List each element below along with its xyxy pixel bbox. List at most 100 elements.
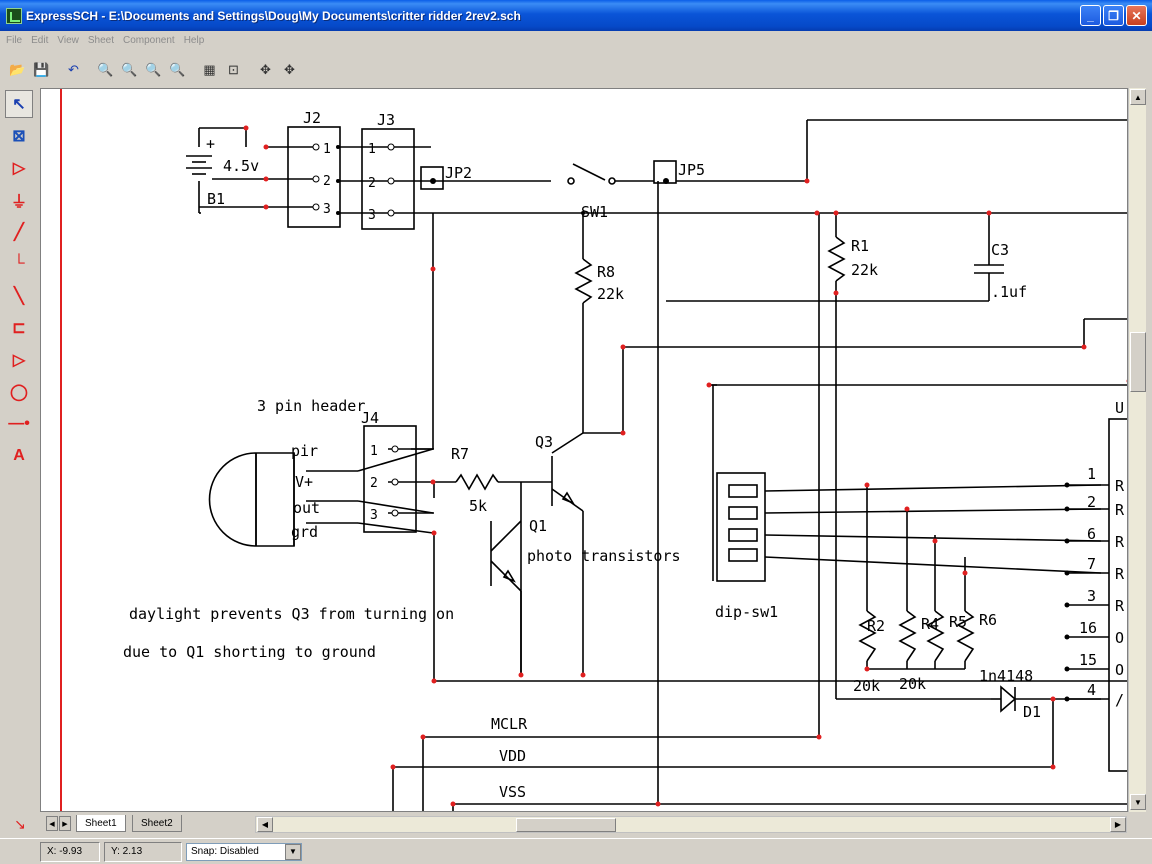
title-bar: ExpressSCH - E:\Documents and Settings\D… (0, 0, 1152, 31)
r4-label: R4 (921, 615, 939, 633)
app-icon (6, 7, 22, 24)
zoom-out-icon[interactable]: 🔍 (121, 62, 138, 77)
minimize-button[interactable]: _ (1080, 5, 1101, 26)
scroll-left-icon[interactable]: ◀ (257, 817, 273, 832)
j3-pin2: 2 (368, 176, 376, 191)
menu-view[interactable]: View (57, 35, 79, 46)
ground-tool-icon[interactable]: ⏚ (5, 186, 33, 214)
save-icon[interactable]: 💾 (33, 62, 50, 77)
ic-label: U (1115, 399, 1124, 417)
sheet-tabs: ◀ ▶ Sheet1 Sheet2 (40, 814, 1128, 834)
tab-prev-icon[interactable]: ◀ (46, 816, 58, 831)
ic-pin-letter-3: R (1115, 597, 1125, 615)
chevron-down-icon[interactable]: ▼ (285, 843, 301, 860)
menu-edit[interactable]: Edit (31, 35, 49, 46)
menu-help[interactable]: Help (183, 35, 205, 46)
ic-pin-4: 4 (1087, 681, 1096, 699)
move-icon[interactable]: ✥ (284, 62, 295, 77)
ic-pin-6: 6 (1087, 525, 1096, 543)
r2-value: 20k (853, 677, 880, 695)
toolbar: 📂 💾 ↶ 🔍 🔍 🔍 🔍 ▦ ⊡ ✥ ✥ (0, 55, 1152, 85)
b1-label: B1 (207, 190, 225, 208)
tab-next-icon[interactable]: ▶ (59, 816, 71, 831)
restore-button[interactable]: ❐ (1103, 5, 1124, 26)
close-button[interactable]: ✕ (1126, 5, 1147, 26)
bus-tool-icon[interactable]: └ (5, 250, 33, 278)
mclr-label: MCLR (491, 715, 528, 733)
ic-pin-1: 1 (1087, 465, 1096, 483)
ic-pin-16: 16 (1079, 619, 1097, 637)
r5-label: R5 (949, 613, 967, 631)
j2-pin2: 2 (323, 174, 331, 189)
c3-value: .1uf (991, 283, 1027, 301)
header-note: 3 pin header (257, 397, 365, 415)
ic-pin-letter-7: R (1115, 565, 1125, 583)
scroll-right-icon[interactable]: ▶ (1110, 817, 1126, 832)
vss-label: VSS (499, 783, 526, 801)
junction-tool-icon[interactable]: ↘ (14, 815, 26, 832)
status-bar: X: -9.93 Y: 2.13 Snap: Disabled ▼ (0, 838, 1152, 864)
q1-label: Q1 (529, 517, 547, 535)
r7-value: 5k (469, 497, 487, 515)
schematic-drawing: J2 J3 + 4.5v B1 1 2 3 1 2 3 JP2 JP5 SW1 … (60, 89, 1127, 811)
zoom-area-icon[interactable]: 🔍 (145, 62, 162, 77)
out-label: out (293, 499, 320, 517)
dip-switch-label: dip-sw1 (715, 603, 778, 621)
vertical-scrollbar[interactable]: ▲ ▼ (1128, 88, 1146, 812)
schematic-canvas[interactable]: J2 J3 + 4.5v B1 1 2 3 1 2 3 JP2 JP5 SW1 … (40, 88, 1128, 812)
scroll-up-icon[interactable]: ▲ (1130, 89, 1146, 105)
zoom-fit-icon[interactable]: 🔍 (169, 62, 186, 77)
menu-file[interactable]: File (6, 35, 23, 46)
open-icon[interactable]: 📂 (9, 62, 26, 77)
d1-label: D1 (1023, 703, 1041, 721)
menu-bar: File Edit View Sheet Component Help (0, 31, 1152, 50)
j4-pin3: 3 (370, 508, 378, 523)
sw1-label: SW1 (581, 203, 608, 221)
zoom-in-icon[interactable]: 🔍 (97, 62, 114, 77)
properties-icon[interactable]: ▦ (203, 62, 216, 77)
j2-pin3: 3 (323, 202, 331, 217)
tab-sheet1[interactable]: Sheet1 (76, 815, 126, 832)
menu-component[interactable]: Component (123, 35, 175, 46)
ic-pin-2: 2 (1087, 493, 1096, 511)
pan-icon[interactable]: ✥ (260, 62, 271, 77)
tab-sheet2[interactable]: Sheet2 (132, 815, 182, 832)
j3-label: J3 (377, 111, 395, 129)
window-title: ExpressSCH - E:\Documents and Settings\D… (26, 8, 521, 23)
select-tool-icon[interactable]: ↖ (5, 90, 33, 118)
circle-tool-icon[interactable]: ◯ (5, 378, 33, 406)
battery-voltage-label: 4.5v (223, 157, 259, 175)
vertical-scroll-thumb[interactable] (1130, 332, 1146, 392)
menu-sheet[interactable]: Sheet (87, 35, 114, 46)
buffer-tool-icon[interactable]: ▷ (5, 346, 33, 374)
battery-plus-label: + (206, 135, 215, 153)
scroll-down-icon[interactable]: ▼ (1130, 794, 1146, 810)
undo-icon[interactable]: ↶ (68, 62, 79, 77)
part-tool-icon[interactable]: ⊏ (5, 314, 33, 342)
j2-label: J2 (303, 109, 321, 127)
bus-entry-tool-icon[interactable]: ╲ (5, 282, 33, 310)
jp5-label: JP5 (678, 161, 705, 179)
pin-tool-icon[interactable]: —• (5, 410, 33, 438)
ic-pin-letter-16: O (1115, 629, 1124, 647)
r1-value: 22k (851, 261, 878, 279)
ic-pin-7: 7 (1087, 555, 1096, 573)
wire-tool-icon[interactable]: ╱ (5, 218, 33, 246)
ic-pin-letter-1: R (1115, 477, 1125, 495)
text-tool-icon[interactable]: A (5, 442, 33, 470)
horizontal-scrollbar[interactable]: ◀ ▶ (255, 816, 1127, 833)
x-coordinate: X: -9.93 (40, 841, 100, 862)
zoom-tool-icon[interactable]: ⊠ (5, 122, 33, 150)
ic-pin-15: 15 (1079, 651, 1097, 669)
ic-pin-letter-15: O (1115, 661, 1124, 679)
component-icon[interactable]: ⊡ (228, 62, 239, 77)
note-line-1: daylight prevents Q3 from turning on (129, 605, 454, 623)
vdd-label: VDD (499, 747, 526, 765)
horizontal-scroll-thumb[interactable] (516, 818, 616, 832)
snap-value: Snap: Disabled (191, 846, 259, 857)
snap-select[interactable]: Snap: Disabled ▼ (186, 842, 302, 861)
window-controls: _ ❐ ✕ (1080, 5, 1147, 26)
photo-note: photo transistors (527, 547, 681, 565)
component-tool-icon[interactable]: ▷ (5, 154, 33, 182)
j4-pin2: 2 (370, 476, 378, 491)
